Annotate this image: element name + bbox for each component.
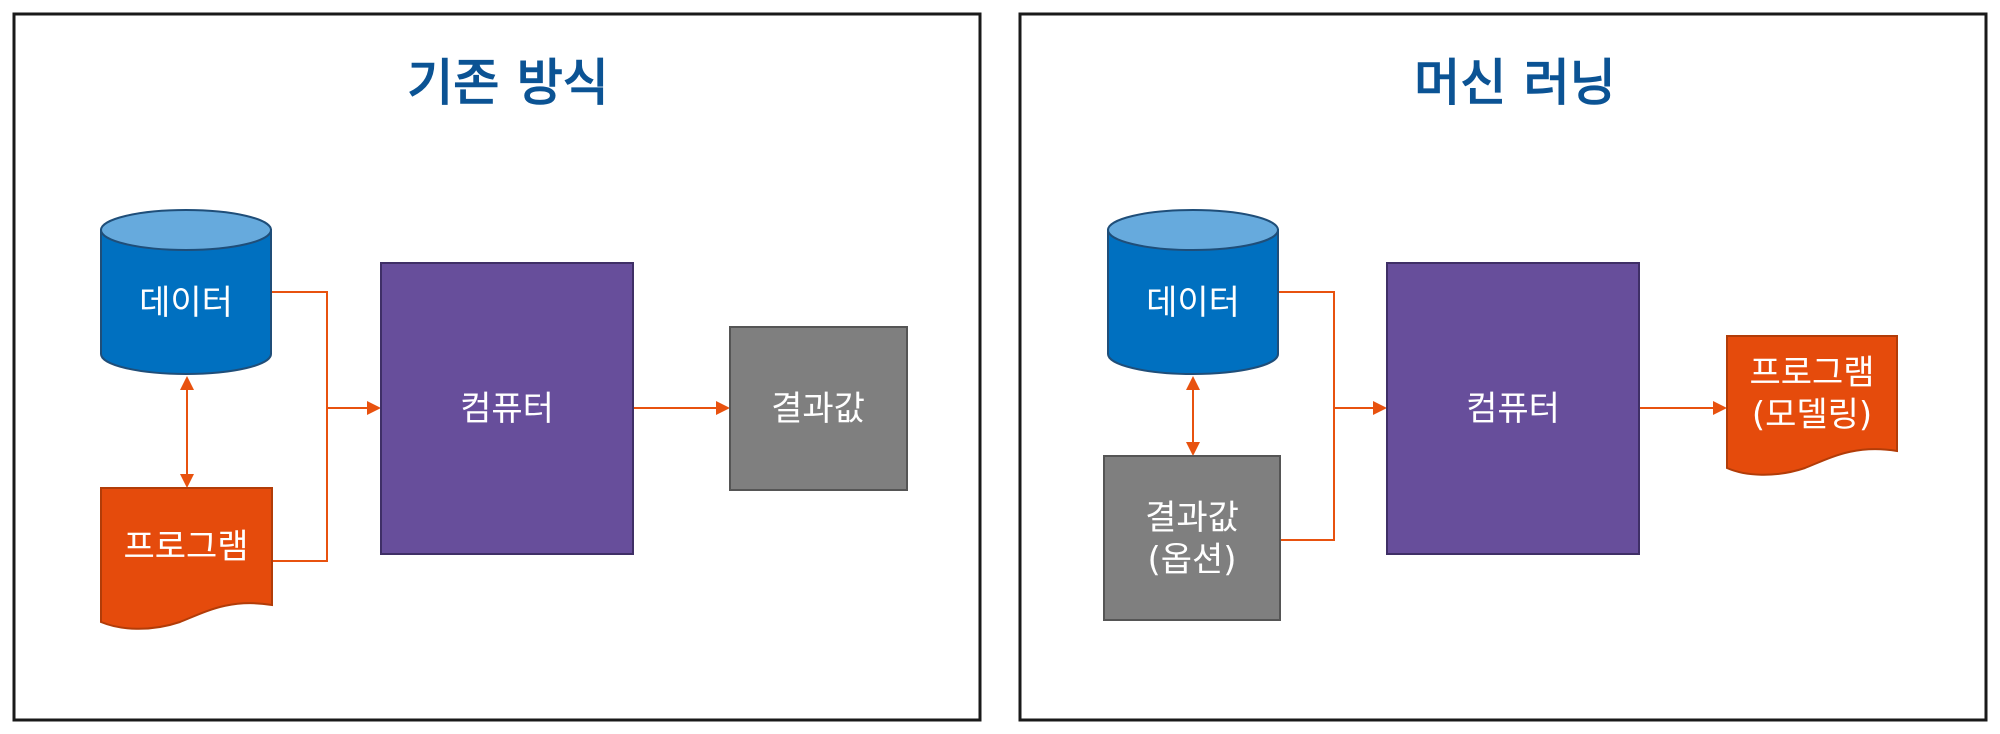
result-shape bbox=[729, 326, 908, 491]
arrowhead-down bbox=[180, 474, 194, 488]
data-cylinder-top bbox=[1107, 209, 1279, 251]
arrowhead-computer bbox=[367, 401, 381, 415]
program-modeling-line1: 프로그램 bbox=[1749, 353, 1874, 393]
result-to-computer-line bbox=[1280, 408, 1335, 541]
left-panel: 기존 방식 데이터 프로그램 컴퓨터 bbox=[12, 12, 982, 722]
computer-box: 컴퓨터 bbox=[1386, 262, 1640, 555]
data-cylinder-top bbox=[100, 209, 272, 251]
computer-shape bbox=[380, 262, 634, 555]
data-label: 데이터 bbox=[139, 283, 233, 323]
result-option-box: 결과값 (옵션) bbox=[1103, 455, 1281, 621]
program-modeling-document: 프로그램 (모델링) bbox=[1726, 335, 1898, 476]
program-document: 프로그램 bbox=[100, 487, 273, 630]
arrowhead-result bbox=[716, 401, 730, 415]
left-connectors bbox=[180, 291, 730, 562]
data-to-computer-line bbox=[1278, 291, 1335, 408]
data-to-computer-line bbox=[272, 291, 328, 408]
data-cylinder-body bbox=[1107, 229, 1279, 375]
program-modeling-shape bbox=[1726, 335, 1898, 476]
data-label: 데이터 bbox=[1146, 283, 1240, 323]
data-cylinder-body bbox=[100, 229, 272, 375]
arrowhead-down bbox=[1186, 442, 1200, 456]
program-label: 프로그램 bbox=[123, 527, 248, 567]
program-modeling-line2: (모델링) bbox=[1752, 395, 1872, 435]
result-option-line2: (옵션) bbox=[1147, 540, 1236, 580]
left-panel-title: 기존 방식 bbox=[407, 54, 608, 112]
result-box: 결과값 bbox=[729, 326, 908, 491]
right-connectors bbox=[1186, 291, 1727, 541]
result-option-line1: 결과값 bbox=[1145, 498, 1239, 538]
right-panel-title: 머신 러닝 bbox=[1414, 54, 1615, 112]
program-shape bbox=[100, 487, 273, 630]
arrowhead-up bbox=[180, 376, 194, 390]
computer-shape bbox=[1386, 262, 1640, 555]
arrowhead-computer bbox=[1373, 401, 1387, 415]
arrowhead-program bbox=[1713, 401, 1727, 415]
program-to-computer-line bbox=[272, 408, 328, 562]
data-cylinder: 데이터 bbox=[100, 209, 272, 375]
right-panel: 머신 러닝 데이터 결과값 (옵션) 컴퓨터 bbox=[1018, 12, 1988, 722]
data-cylinder: 데이터 bbox=[1107, 209, 1279, 375]
computer-box: 컴퓨터 bbox=[380, 262, 634, 555]
arrowhead-up bbox=[1186, 376, 1200, 390]
computer-label: 컴퓨터 bbox=[460, 389, 554, 429]
computer-label: 컴퓨터 bbox=[1466, 389, 1560, 429]
result-label: 결과값 bbox=[771, 389, 865, 429]
result-option-shape bbox=[1103, 455, 1281, 621]
